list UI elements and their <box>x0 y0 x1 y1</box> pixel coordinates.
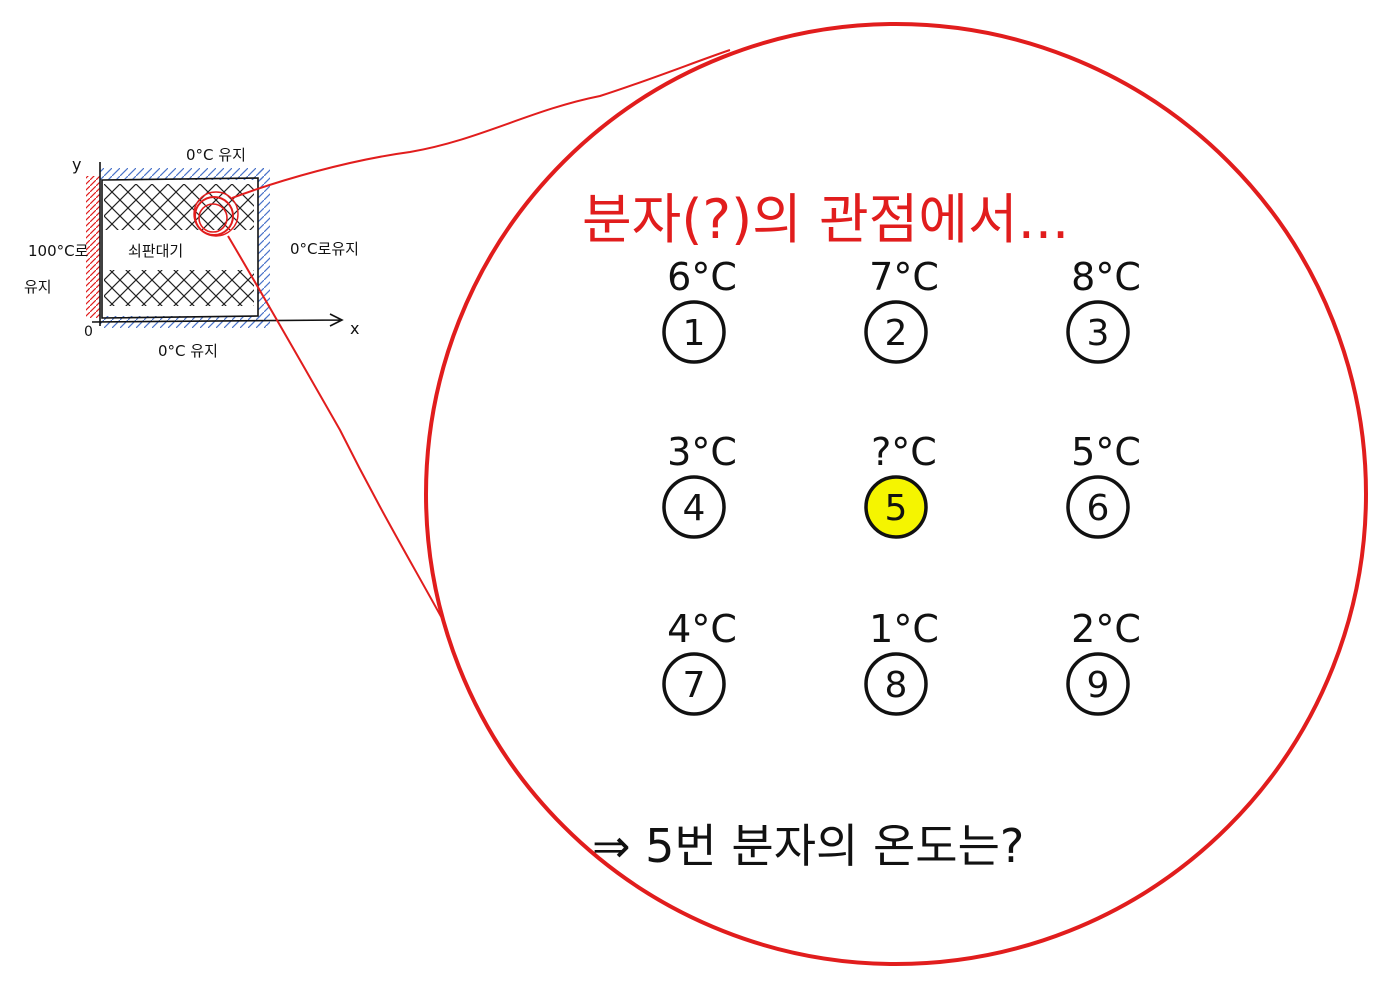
plate-outline <box>101 177 259 319</box>
molecule-3: 8°C3 <box>1066 255 1141 364</box>
plate-label: 쇠판대기 <box>128 242 183 260</box>
top-boundary-label: 0°C 유지 <box>186 146 246 164</box>
zoom-source-circle-outer <box>193 191 239 237</box>
molecule-1: 6°C1 <box>662 255 737 364</box>
zoom-connector-top <box>231 49 731 199</box>
y-axis-label: y <box>72 155 81 174</box>
molecule-number: 9 <box>1087 665 1110 706</box>
molecule-temp-label: 4°C <box>667 607 737 651</box>
molecule-number: 6 <box>1087 488 1110 529</box>
molecule-circle <box>662 652 726 716</box>
plate-crosshatch-bottom <box>104 270 254 306</box>
molecule-circle <box>662 300 726 364</box>
molecule-number: 2 <box>885 313 908 354</box>
molecule-temp-label: 8°C <box>1071 255 1141 299</box>
molecule-5: ?°C 5 <box>864 430 937 539</box>
molecule-8: 1°C8 <box>864 607 939 716</box>
molecule-circle <box>864 300 928 364</box>
molecule-4: 3°C4 <box>662 430 737 539</box>
molecule-7: 4°C7 <box>662 607 737 716</box>
left-boundary-hatch <box>86 176 100 318</box>
molecule-circle <box>1066 300 1130 364</box>
molecule-circle <box>662 475 726 539</box>
top-boundary-hatch <box>100 168 266 180</box>
origin-label: 0 <box>84 324 93 340</box>
molecule-number: 8 <box>885 665 908 706</box>
left-boundary-label-line2: 유지 <box>24 278 52 296</box>
right-boundary-hatch <box>258 168 270 326</box>
molecule-temp-label: 7°C <box>869 255 939 299</box>
molecule-temp-label: 2°C <box>1071 607 1141 651</box>
molecule-6: 5°C6 <box>1066 430 1141 539</box>
molecule-number: 3 <box>1087 313 1110 354</box>
plate-sketch: y x 0 0°C 유지 0°C 유지 100°C로 유지 0°C로유지 쇠판대… <box>24 146 359 360</box>
molecule-circle <box>1066 475 1130 539</box>
molecule-grid: 6°C17°C28°C33°C4?°C55°C64°C71°C82°C9 <box>662 255 1141 716</box>
molecule-temp-label: ?°C <box>871 430 937 474</box>
zoom-source-circle-inner <box>198 203 228 233</box>
molecule-temp-label: 1°C <box>869 607 939 651</box>
molecule-circle <box>864 652 928 716</box>
zoom-source-circle <box>194 196 234 236</box>
right-boundary-label: 0°C로유지 <box>290 240 359 258</box>
zoom-heading: 분자(?)의 관점에서... <box>582 188 1069 251</box>
plate-crosshatch-top <box>104 184 254 230</box>
molecule-temp-label: 6°C <box>667 255 737 299</box>
bottom-boundary-label: 0°C 유지 <box>158 342 218 360</box>
molecule-2: 7°C2 <box>864 255 939 364</box>
zoom-circle <box>424 22 1368 966</box>
x-axis <box>91 313 344 327</box>
left-boundary-label-line1: 100°C로 <box>28 242 89 260</box>
molecule-circle <box>1066 652 1130 716</box>
molecule-number: 7 <box>683 665 706 706</box>
target-molecule-circle <box>864 475 928 539</box>
molecule-temp-label: 5°C <box>1071 430 1141 474</box>
question-text: ⇒ 5번 분자의 온도는? <box>592 819 1024 873</box>
molecule-number: 4 <box>683 488 706 529</box>
molecule-number: 5 <box>885 488 908 529</box>
x-axis-label: x <box>350 319 359 338</box>
molecule-9: 2°C9 <box>1066 607 1141 716</box>
molecule-temp-label: 3°C <box>667 430 737 474</box>
molecule-number: 1 <box>683 313 706 354</box>
zoom-connector-bottom <box>227 235 445 623</box>
